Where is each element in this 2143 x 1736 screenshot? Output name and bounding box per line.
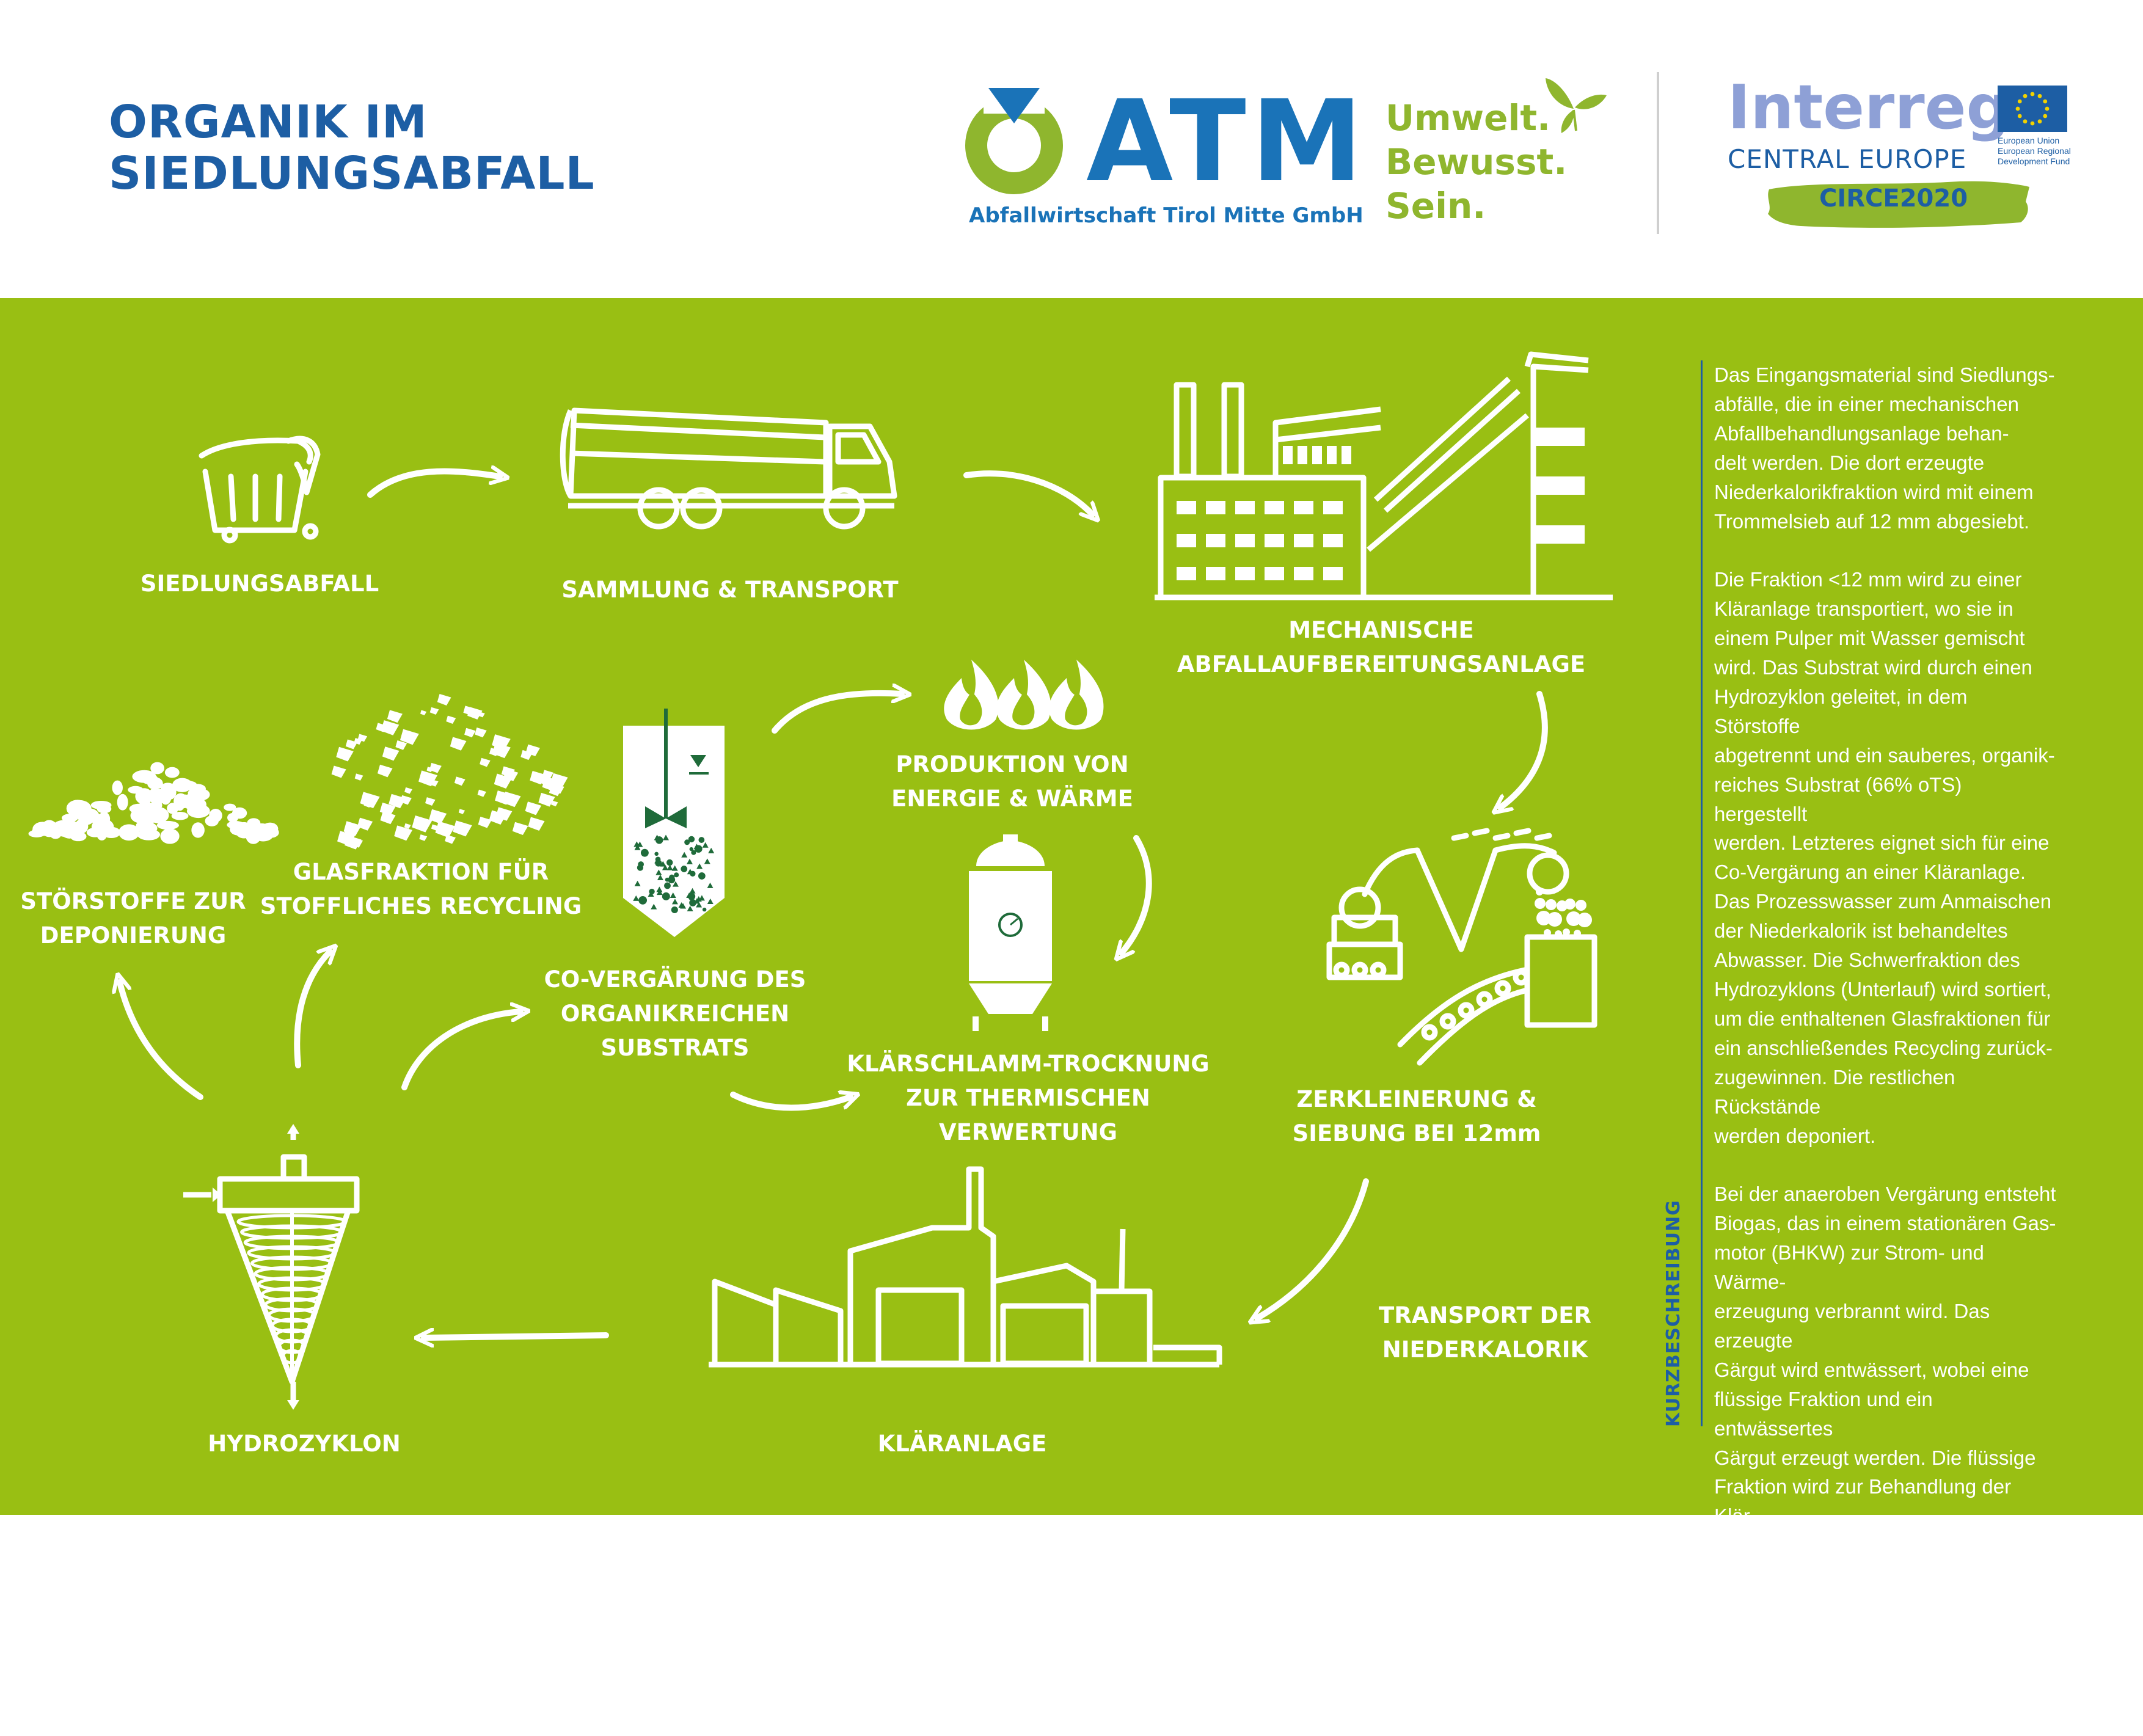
- arrow-transport-to-wastewater: [1257, 1178, 1369, 1318]
- sidebar-paragraph: Die Fraktion <12 mm wird zu einer Kläran…: [1714, 568, 2055, 1147]
- rubble-pile-icon: [28, 762, 279, 844]
- sidebar-rule: [1701, 360, 1703, 1426]
- station-label-glasfraktion: GLASFRAKTION FÜR STOFFLICHES RECYCLING: [260, 859, 582, 919]
- arrow-wastewater-to-hydrocyclone: [424, 1335, 609, 1338]
- station-label-zerkleinerung: ZERKLEINERUNG & SIEBUNG BEI 12mm: [1292, 1086, 1541, 1147]
- flames-icon: [944, 660, 1104, 730]
- interreg-wordmark: Interreg: [1728, 71, 2010, 143]
- station-label-klaerschlamm: KLÄRSCHLAMM-TROCKNUNG ZUR THERMISCHEN VE…: [847, 1051, 1210, 1145]
- butterfly-icon: [1546, 78, 1607, 133]
- station-label-klaeranlage: KLÄRANLAGE: [877, 1431, 1047, 1457]
- silo-icon: [969, 834, 1052, 1031]
- sidebar-paragraph: Bei der anaeroben Vergärung entsteht Bio…: [1714, 1183, 2056, 1703]
- arrow-digester-to-flames: [772, 693, 902, 734]
- atm-wordmark: ATM: [1086, 76, 1368, 207]
- waste-bin-icon: [199, 436, 321, 544]
- station-label-hydrozyklon: HYDROZYKLON: [208, 1431, 401, 1457]
- header: ORGANIK IM SIEDLUNGSABFALL ATM Abfallwir…: [0, 0, 2143, 298]
- sidebar-paragraph: Das Eingangsmaterial sind Siedlungs- abf…: [1714, 363, 2055, 533]
- station-label-stoerstoffe: STÖRSTOFFE ZUR DEPONIERUNG: [20, 888, 246, 949]
- circe-brush-banner: [1768, 181, 2029, 228]
- atm-logo-icon: [965, 87, 1063, 194]
- station-label-mechanische: MECHANISCHE ABFALLAUFBEREITUNGSANLAGE: [1177, 617, 1586, 677]
- glass-shards-icon: [331, 694, 568, 850]
- project-name: CIRCE2020: [1819, 184, 1968, 213]
- atm-slogan: Umwelt. Bewusst. Sein.: [1385, 97, 1568, 227]
- treatment-plant-icon: [1155, 351, 1613, 600]
- shredder-icon: [1326, 828, 1597, 1066]
- arrow-plant-to-shredder: [1500, 691, 1548, 808]
- station-label-sammlung: SAMMLUNG & TRANSPORT: [561, 577, 899, 603]
- arrow-truck-to-plant: [963, 470, 1092, 514]
- digester-icon: [623, 709, 725, 937]
- wastewater-plant-icon: [709, 1166, 1222, 1368]
- arrow-hydro-to-digester: [401, 1012, 520, 1090]
- process-diagram: [28, 351, 1613, 1410]
- arrow-flames-to-silo: [1122, 835, 1152, 953]
- station-label-produktion: PRODUKTION VON ENERGIE & WÄRME: [891, 751, 1133, 812]
- process-panel: [0, 298, 2143, 1515]
- arrow-hydro-to-glas: [294, 952, 330, 1068]
- eu-fund-text: European Union European Regional Develop…: [1998, 136, 2071, 166]
- sidebar-description: Das Eingangsmaterial sind Siedlungs- abf…: [1714, 360, 2056, 1736]
- station-label-covergaerung: CO-VERGÄRUNG DES ORGANIKREICHEN SUBSTRAT…: [544, 966, 806, 1061]
- arrow-digester-to-silo: [730, 1095, 850, 1111]
- station-label-transport-niederkalorik: TRANSPORT DER NIEDERKALORIK: [1379, 1302, 1591, 1363]
- sidebar-heading: KURZBESCHREIBUNG: [1663, 1200, 1684, 1427]
- hydrocyclone-icon: [183, 1128, 360, 1400]
- page-title: ORGANIK IM SIEDLUNGSABFALL: [109, 96, 595, 200]
- station-label-siedlungsabfall: SIEDLUNGSABFALL: [140, 571, 379, 597]
- arrow-hydro-to-stoerstoffe: [120, 982, 203, 1100]
- hydrocyclone-flow-arrows: [213, 1124, 299, 1410]
- arrow-bin-to-truck: [367, 472, 500, 498]
- eu-flag-icon: [1998, 86, 2067, 132]
- header-divider: [1657, 72, 1659, 234]
- atm-subtitle: Abfallwirtschaft Tirol Mitte GmbH: [969, 203, 1364, 228]
- interreg-region: CENTRAL EUROPE: [1728, 144, 1967, 174]
- garbage-truck-icon: [560, 407, 897, 530]
